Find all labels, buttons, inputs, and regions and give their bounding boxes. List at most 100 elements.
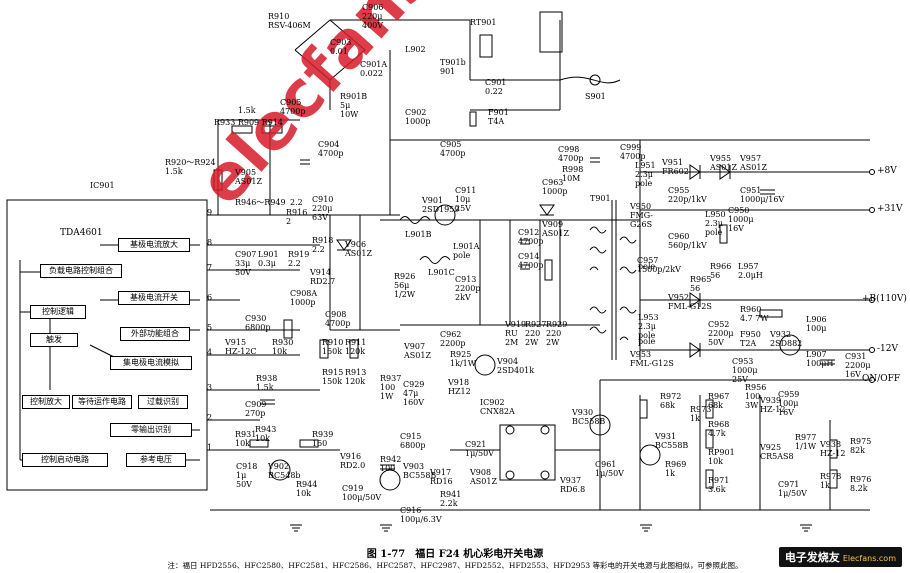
component-label: L902 (405, 45, 426, 54)
component-label: C955 220p/1kV (668, 186, 707, 204)
component-label: R901B 5μ 10W (340, 92, 368, 119)
component-label: R910 RSV-406M (268, 12, 311, 30)
component-label: R973 1k (690, 405, 712, 423)
component-label: C952 2200μ 50V (708, 320, 734, 347)
component-label: L907 100μH (806, 350, 834, 368)
component-label: C918 1μ 50V (236, 462, 258, 489)
block-load-circuit-control: 负载电路控制组合 (40, 264, 122, 278)
component-label: C909 270p (245, 400, 267, 418)
component-label: R960 4.7 7W (740, 305, 769, 323)
component-label: RP901 10k (708, 448, 735, 466)
component-label: C963 1000p (542, 178, 568, 196)
component-label: R919 2.2 (288, 250, 310, 268)
component-label: V916 RD2.0 (340, 452, 366, 470)
component-label: T901b 901 (440, 58, 466, 76)
block-base-current-amp: 基极电流放大 (118, 238, 190, 252)
component-label: R976 8.2k (850, 475, 872, 493)
component-label: R913 120k (345, 368, 367, 386)
component-label: V951 FR602 (662, 158, 689, 176)
pin-label: 5 (207, 323, 213, 332)
component-label: R931 10k (235, 430, 257, 448)
block-zero-output-detect: 零输出识别 (110, 423, 192, 437)
component-label: R943 10k (255, 425, 277, 443)
component-label: R938 1.5k (256, 374, 278, 392)
component-label: T901 (590, 194, 611, 203)
block-overload-detect: 过载识别 (138, 395, 188, 409)
component-label: R966 56 (710, 262, 732, 280)
component-label: L951 2.3μ pole (635, 161, 656, 188)
logo-main: 电子发烧友 (784, 551, 840, 564)
component-label: R956 100 3W (745, 383, 767, 410)
component-label: C951 1000μ/16V (740, 186, 785, 204)
logo-sub: Elecfans.com (842, 554, 896, 563)
component-label: 1.5k (238, 106, 256, 115)
output-b110v-label: +B(110V) (862, 294, 907, 304)
component-label: C916 100μ/6.3V (400, 506, 442, 524)
component-label: R939 150 (312, 430, 334, 448)
component-label: C910 220μ 63V (312, 195, 334, 222)
component-label: C961 1μ/50V (595, 460, 624, 478)
component-label: V953 FML-G12S (630, 350, 674, 368)
component-label: R930 10k (272, 338, 294, 356)
component-label: V918 HZ12 (448, 378, 471, 396)
output-onoff-label: ON/OFF (862, 374, 901, 384)
component-label: R978 1k (820, 472, 842, 490)
component-label: V901 2SD1959 (422, 196, 460, 214)
component-label: C921 1μ/50V (465, 440, 494, 458)
component-label: V907 AS01Z (404, 342, 431, 360)
component-label: V902 BC548b (268, 462, 301, 480)
pin-label: 8 (207, 238, 213, 247)
component-label: L901A pole (453, 242, 480, 260)
component-label: C929 47μ 160V (403, 380, 425, 407)
component-label: 2.2 (290, 198, 303, 207)
component-label: C902 1000p (405, 108, 431, 126)
figure-caption: 图 1-77 福日 F24 机心彩电开关电源 (366, 549, 544, 560)
component-label: L957 2.0μH (738, 262, 763, 280)
component-label: R967 68k (708, 392, 730, 410)
component-label: C905 4700p (440, 140, 466, 158)
block-standby-circuit: 等待运作电路 (72, 395, 132, 409)
component-label: V919 RU 2M (505, 320, 527, 347)
component-label: R937 100 1W (380, 374, 402, 401)
component-label: V955 AS01Z (710, 154, 737, 172)
block-reference-voltage: 参考电压 (126, 453, 186, 467)
component-label: V932 2SD882 (770, 330, 803, 348)
component-label: R942 100 (380, 455, 402, 473)
component-label: V930 BC558B (572, 408, 606, 426)
component-label: RT901 (470, 18, 497, 27)
component-label: C911 10μ 25V (455, 186, 477, 213)
component-label: IC902 CNX82A (480, 398, 515, 416)
component-label: L906 100μ (806, 315, 827, 333)
component-label: V917 RD16 (430, 468, 453, 486)
component-label: F950 T2A (740, 330, 761, 348)
component-label: C971 1μ/50V (778, 480, 807, 498)
component-label: R975 82k (850, 437, 872, 455)
component-label: C999 4700p (620, 143, 646, 161)
component-label: V905 AS01Z (235, 168, 262, 186)
component-label: C953 1000μ 25V (732, 357, 758, 384)
block-base-current-switch: 基极电流开关 (118, 291, 190, 305)
component-label: C957 1500p/2kV (637, 256, 681, 274)
component-label: C919 100μ/50V (342, 484, 382, 502)
component-label: R968 4.7k (708, 420, 730, 438)
component-label: pole (638, 262, 656, 271)
component-label: V908 AS01Z (470, 468, 497, 486)
component-label: R965 56 (690, 275, 712, 293)
component-label: V903 BC558B (403, 462, 437, 480)
component-label: C998 4700p (558, 145, 584, 163)
pin-label: 7 (207, 263, 213, 272)
component-label: C914 4700p (518, 252, 544, 270)
figure-note: 注：福日 HFD2556、HFC2580、HFC2581、HFC2586、HFC… (167, 561, 743, 570)
pin-label: 2 (207, 413, 213, 422)
component-label: R998 10M (562, 165, 584, 183)
component-label: C960 560p/1kV (668, 232, 707, 250)
component-label: S901 (585, 92, 606, 101)
component-label: R920～R924 1.5k (165, 158, 216, 176)
component-label: C962 2200p (440, 330, 466, 348)
component-label: V931 BC558B (655, 432, 689, 450)
component-label: R925 1k/1W (450, 350, 476, 368)
block-startup-circuit: 控制启动电路 (22, 453, 108, 467)
component-label: C908A 1000p (290, 289, 318, 307)
component-label: R977 1/1W (795, 433, 817, 451)
